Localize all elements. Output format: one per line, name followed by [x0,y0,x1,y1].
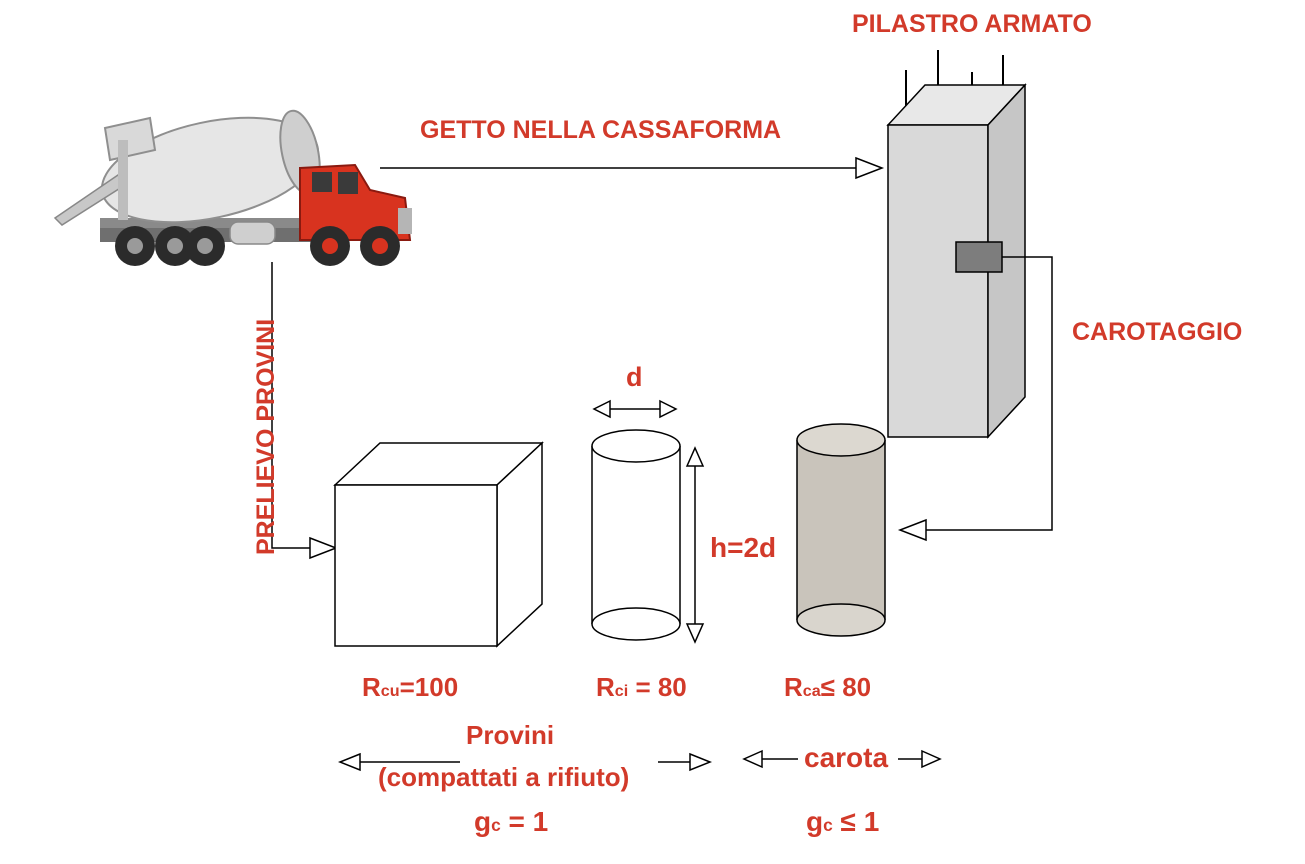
pour-arrow [380,156,885,180]
height-label: h=2d [710,532,777,563]
pour-label: GETTO NELLA CASSAFORMA [420,116,782,144]
provini-subtitle: (compattati a rifiuto) [378,762,630,792]
rca-value: Rca≤ 80 [784,672,872,702]
diameter-dimension [592,399,678,419]
height-dimension [685,446,705,644]
carota-label: carota [804,742,889,773]
concrete-mixer-truck-icon [53,109,412,266]
carota-bracket-arrows [742,749,942,769]
provini-bracket-arrows [337,752,713,772]
cube-specimen-icon [333,441,544,648]
core-sample-icon [796,423,886,637]
reinforced-column-icon [886,50,1027,439]
gc-carota-value: gc ≤ 1 [806,806,880,837]
column-title: PILASTRO ARMATO [852,10,1092,38]
sampling-arrow [271,262,339,560]
coring-arrow [897,256,1053,542]
rcu-value: Rcu=100 [362,672,459,702]
rci-value: Rci = 80 [596,672,687,702]
sampling-label: PRELIEVO PROVINI [252,318,280,555]
diameter-label: d [626,362,643,392]
coring-label: CAROTAGGIO [1072,318,1243,346]
provini-title: Provini [466,720,555,750]
gc-provini-value: gc = 1 [474,806,549,837]
cylinder-specimen-icon [591,429,681,641]
